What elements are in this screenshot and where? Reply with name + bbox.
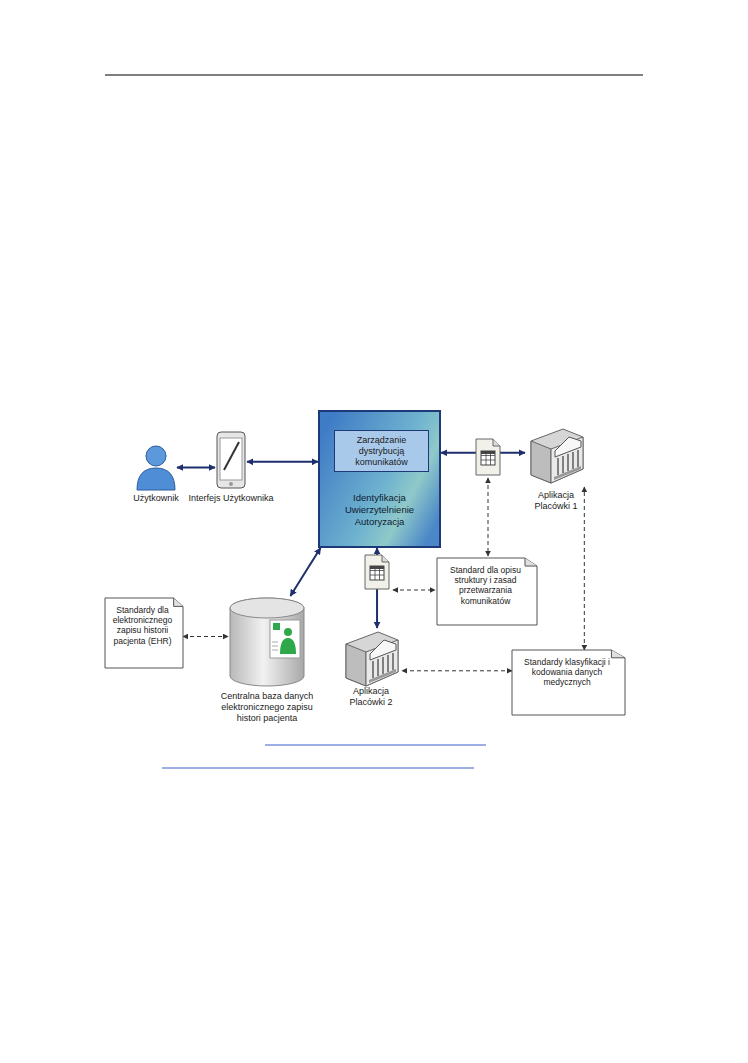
leader-line — [393, 590, 435, 591]
message-document — [365, 555, 389, 589]
server-icon-graphic — [525, 425, 587, 487]
link-underline — [162, 768, 474, 769]
server-icon: Aplikacja Placówki 1 — [525, 425, 587, 487]
leader-line — [488, 478, 489, 556]
flow-arrow — [441, 452, 525, 454]
node-text: Standardy dla elektronicznego zapisu his… — [105, 598, 183, 652]
note-box: Standardy klasyfikacji i kodowania danyc… — [512, 650, 625, 715]
dashed-connector — [402, 670, 512, 671]
node-label: Aplikacja Placówki 2 — [340, 686, 402, 708]
interface-icon-graphic — [215, 430, 247, 490]
note-box: Standardy dla elektronicznego zapisu his… — [105, 598, 183, 668]
node-text: Identyfikacja Uwierzytelnienie Autoryzac… — [320, 492, 439, 528]
gateway-box: Identyfikacja Uwierzytelnienie Autoryzac… — [318, 410, 441, 548]
dashed-connector — [584, 487, 585, 650]
user-icon-graphic — [135, 445, 177, 490]
node-label: Użytkownik — [121, 493, 191, 504]
process-box: Zarządzanie dystrybucją komunikatów — [334, 430, 429, 472]
note-box: Standard dla opisu struktury i zasad prz… — [437, 558, 537, 625]
node-label: Interfejs Użytkownika — [171, 493, 291, 504]
link-underline — [265, 745, 486, 746]
dashed-connector — [183, 636, 228, 637]
node-label: Centralna baza danych elektronicznego za… — [213, 691, 321, 723]
flow-arrow — [247, 461, 318, 463]
flow-arrow — [177, 467, 215, 469]
database-icon-graphic — [228, 596, 306, 688]
node-label: Aplikacja Placówki 1 — [525, 490, 587, 512]
node-text: Standardy klasyfikacji i kodowania danyc… — [512, 650, 625, 694]
user-icon: Użytkownik — [135, 445, 177, 490]
node-text: Standard dla opisu struktury i zasad prz… — [437, 558, 537, 612]
server-icon-graphic — [340, 628, 402, 683]
header-rule — [105, 75, 643, 76]
server-icon: Aplikacja Placówki 2 — [340, 628, 402, 683]
message-document — [476, 439, 500, 475]
flow-arrow — [290, 548, 320, 596]
database-icon: Centralna baza danych elektronicznego za… — [228, 596, 306, 688]
interface-icon: Interfejs Użytkownika — [215, 430, 247, 490]
node-text: Zarządzanie dystrybucją komunikatów — [335, 433, 428, 469]
